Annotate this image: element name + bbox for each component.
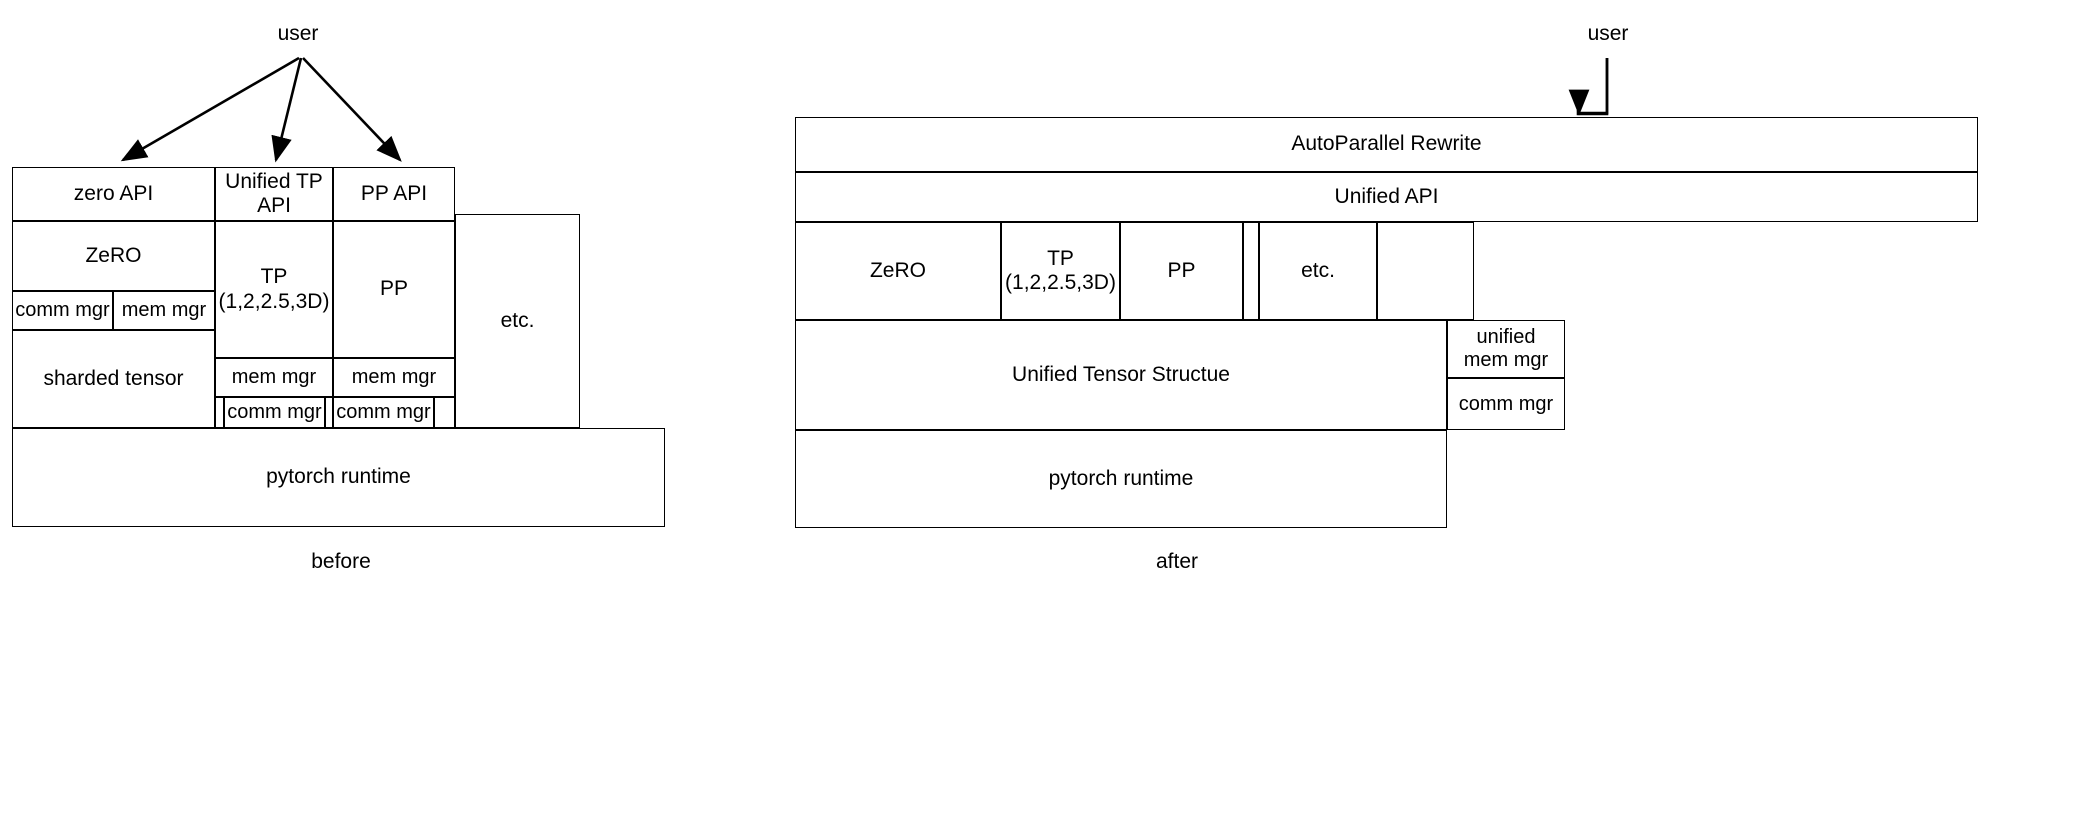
after-unified-tensor-structue-box: Unified Tensor Structue (795, 320, 1447, 430)
before-tp-comm-mgr-box: comm mgr (224, 397, 325, 428)
before-tp-spacer-left-box (215, 397, 224, 428)
before-pytorch-runtime-box: pytorch runtime (12, 428, 665, 527)
after-tp-box: TP (1,2,2.5,3D) (1001, 222, 1120, 320)
after-unified-api-box: Unified API (795, 172, 1978, 222)
arrow-user-to-autoparallel-rewrite-stem (1577, 58, 1609, 115)
before-pp-box: PP (333, 221, 455, 358)
before-pp-api-box: PP API (333, 167, 455, 221)
after-autoparallel-rewrite-box: AutoParallel Rewrite (795, 117, 1978, 172)
before-pp-comm-mgr-box: comm mgr (333, 397, 434, 428)
after-comm-mgr-box: comm mgr (1447, 378, 1565, 430)
before-unified-tp-api-box: Unified TP API (215, 167, 333, 221)
before-caption: before (311, 550, 371, 573)
after-pytorch-runtime-box: pytorch runtime (795, 430, 1447, 528)
after-caption: after (1155, 550, 1199, 573)
before-tp-mem-mgr-box: mem mgr (215, 358, 333, 397)
before-zero-api-box: zero API (12, 167, 215, 221)
before-zero-comm-mgr-box: comm mgr (12, 291, 113, 330)
before-tp-spacer-right-box (325, 397, 333, 428)
after-user-label: user (1587, 22, 1629, 45)
before-tp-box: TP (1,2,2.5,3D) (215, 221, 333, 358)
after-unified-mem-mgr-box: unified mem mgr (1447, 320, 1565, 378)
arrow-user-to-pp-api (302, 57, 402, 162)
before-user-label: user (277, 22, 319, 45)
before-zero-box: ZeRO (12, 221, 215, 291)
before-sharded-tensor-box: sharded tensor (12, 330, 215, 428)
after-zero-box: ZeRO (795, 222, 1001, 320)
arrow-user-to-zero-api (120, 56, 300, 162)
after-spacer-right-box (1377, 222, 1474, 320)
before-pp-spacer-right-box (434, 397, 455, 428)
arrow-user-to-autoparallel-rewrite (1576, 58, 1609, 116)
before-zero-mem-mgr-box: mem mgr (113, 291, 215, 330)
arrow-user-to-unified-tp-api (271, 57, 303, 163)
before-etc-box: etc. (455, 214, 580, 428)
after-etc-box: etc. (1259, 222, 1377, 320)
before-pp-mem-mgr-box: mem mgr (333, 358, 455, 397)
after-spacer-narrow-box (1243, 222, 1259, 320)
after-pp-box: PP (1120, 222, 1243, 320)
